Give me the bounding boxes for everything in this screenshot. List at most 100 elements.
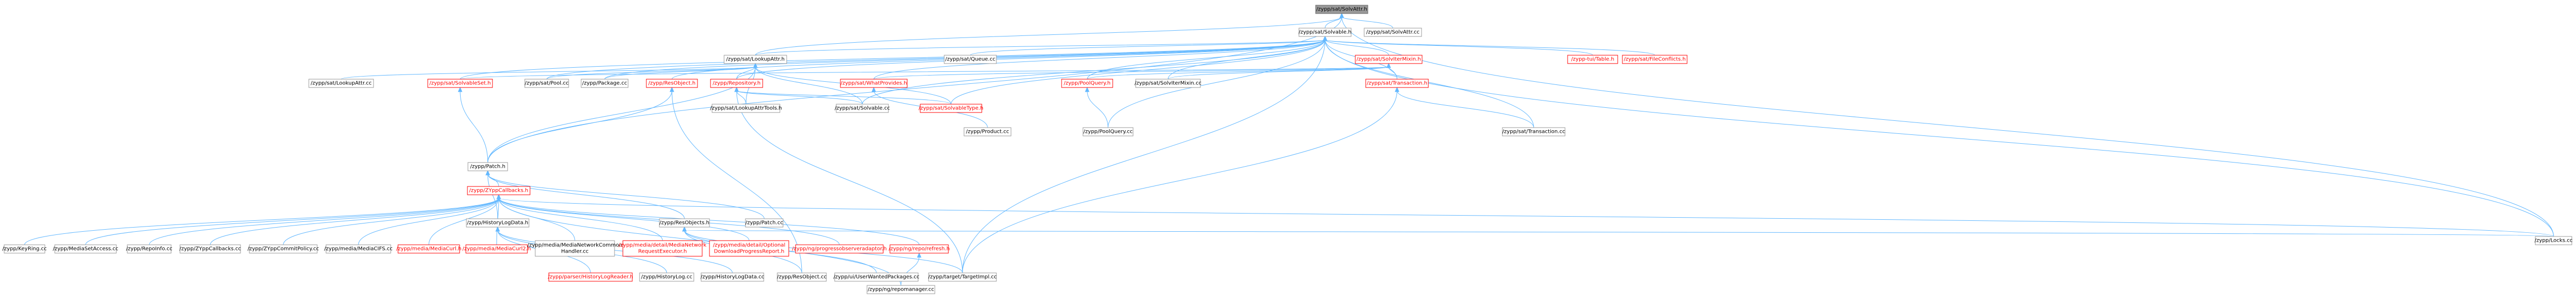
graph-node-box bbox=[2535, 236, 2572, 245]
dependency-edge bbox=[487, 173, 685, 219]
graph-node-label: /zypp/sat/Transaction.h bbox=[1367, 81, 1427, 86]
graph-node-label: /zypp/HistoryLog.cc bbox=[641, 274, 692, 280]
dependency-edge bbox=[85, 197, 499, 245]
graph-node[interactable]: /zypp/sat/SolvIterMixin.h bbox=[1355, 55, 1423, 64]
graph-node-label: /zypp/sat/SolvableType.h bbox=[919, 106, 983, 111]
graph-node[interactable]: /zypp/Locks.cc bbox=[2535, 236, 2573, 245]
graph-node[interactable]: /zypp/sat/SolvableType.h bbox=[919, 104, 983, 113]
graph-node-label: /zypp/media/MediaCurl.h bbox=[396, 246, 462, 252]
graph-node-box bbox=[701, 272, 764, 282]
graph-node-label: /zypp/ResObject.cc bbox=[777, 274, 826, 280]
graph-node-label: /zypp/PoolQuery.h bbox=[1064, 81, 1111, 86]
graph-node[interactable]: /zypp/ResObject.cc bbox=[777, 272, 827, 282]
graph-node-box bbox=[834, 272, 919, 282]
graph-node[interactable]: /zypp/sat/Solvable.cc bbox=[835, 104, 890, 113]
dependency-edge bbox=[970, 39, 1326, 56]
graph-node[interactable]: /zypp/MediaSetAccess.cc bbox=[53, 244, 118, 254]
graph-node[interactable]: /zypp/HistoryLog.cc bbox=[639, 272, 694, 282]
graph-node[interactable]: /zypp/ng/repo/refresh.h bbox=[888, 244, 950, 254]
graph-node[interactable]: /zypp/sat/LookupAttrTools.h bbox=[710, 104, 782, 113]
dependency-edge bbox=[671, 90, 802, 273]
graph-node[interactable]: /zypp/ui/UserWantedPackages.cc bbox=[834, 272, 920, 282]
graph-node-label: /zypp-tui/Table.h bbox=[1571, 57, 1615, 63]
graph-node[interactable]: /zypp/ZYppCallbacks.h bbox=[467, 186, 531, 195]
graph-node[interactable]: /zypp/sat/SolvableSet.h bbox=[427, 79, 493, 88]
dependency-arrowhead bbox=[458, 86, 463, 92]
graph-node[interactable]: /zypp/HistoryLogData.cc bbox=[701, 272, 764, 282]
graph-node[interactable]: /zypp/sat/Transaction.cc bbox=[1502, 127, 1566, 136]
dependency-edge bbox=[1341, 16, 1393, 29]
graph-node[interactable]: /zypp/sat/WhatProvides.h bbox=[840, 79, 908, 88]
graph-node[interactable]: /zypp/media/detail/MediaNetworkRequestEx… bbox=[619, 240, 707, 257]
graph-node[interactable]: /zypp/sat/SolvAttr.cc bbox=[1364, 28, 1422, 37]
graph-node[interactable]: /zypp/Repository.h bbox=[710, 79, 763, 88]
graph-node[interactable]: /zypp/target/TargetImpl.cc bbox=[928, 272, 997, 282]
graph-node[interactable]: /zypp/sat/FileConflicts.h bbox=[1622, 55, 1688, 64]
dependency-edge bbox=[358, 197, 499, 245]
graph-node-label: /zypp/sat/Pool.cc bbox=[525, 81, 569, 86]
graph-node[interactable]: /zypp/parser/HistoryLogReader.h bbox=[548, 272, 633, 282]
graph-node[interactable]: /zypp/media/MediaCurl2.h bbox=[462, 244, 531, 254]
graph-node[interactable]: /zypp/ResObjects.h bbox=[659, 218, 710, 228]
dependency-edge bbox=[1325, 39, 2554, 237]
dependency-edge bbox=[1388, 66, 1398, 80]
graph-node-box bbox=[308, 79, 374, 88]
dependency-edge bbox=[341, 66, 756, 80]
graph-node[interactable]: /zypp/ResObject.h bbox=[646, 79, 698, 88]
graph-node-label: /zypp/sat/SolvAttr.h bbox=[1316, 7, 1367, 12]
graph-node[interactable]: /zypp/ZYppCallbacks.cc bbox=[179, 244, 241, 254]
dependency-edge bbox=[460, 39, 1326, 80]
graph-node[interactable]: /zypp/Patch.cc bbox=[745, 218, 784, 228]
dependency-arrowhead bbox=[753, 63, 758, 68]
graph-node-box bbox=[1364, 28, 1422, 37]
graph-node-label: /zypp/ZYppCallbacks.h bbox=[469, 188, 528, 194]
graph-node[interactable]: /zypp/PoolQuery.h bbox=[1061, 79, 1113, 88]
graph-node[interactable]: /zypp/sat/Pool.cc bbox=[524, 79, 569, 88]
graph-node-box bbox=[398, 244, 460, 254]
graph-node-box bbox=[249, 244, 318, 254]
graph-node[interactable]: /zypp/PoolQuery.cc bbox=[1082, 127, 1134, 136]
graph-node-box bbox=[928, 272, 997, 282]
graph-node-label: /zypp/media/detail/Optional bbox=[713, 243, 786, 248]
graph-node[interactable]: /zypp/sat/SolvIterMixin.cc bbox=[1135, 79, 1201, 88]
graph-node-box bbox=[4, 244, 45, 254]
graph-node[interactable]: /zypp/media/detail/OptionalDownloadProgr… bbox=[709, 240, 789, 257]
graph-node[interactable]: /zypp/sat/Queue.cc bbox=[944, 55, 997, 64]
graph-node-box bbox=[712, 104, 780, 113]
graph-node-box bbox=[467, 186, 531, 195]
graph-node[interactable]: /zypp/sat/Solvable.h bbox=[1298, 28, 1352, 37]
graph-node-box bbox=[326, 244, 391, 254]
graph-node-box bbox=[524, 79, 569, 88]
graph-node[interactable]: /zypp-tui/Table.h bbox=[1567, 55, 1618, 64]
graph-node-box bbox=[466, 218, 529, 228]
graph-node[interactable]: /zypp/sat/LookupAttr.cc bbox=[308, 79, 374, 88]
dependency-edge bbox=[1325, 39, 1389, 56]
graph-node[interactable]: /zypp/Product.cc bbox=[964, 127, 1012, 136]
graph-node[interactable]: /zypp/Patch.h bbox=[467, 162, 508, 171]
graph-node-box bbox=[535, 240, 615, 257]
graph-node-label: /zypp/HistoryLogData.cc bbox=[701, 274, 764, 280]
graph-node-label: /zypp/ui/UserWantedPackages.cc bbox=[834, 274, 920, 280]
graph-node: /zypp/sat/SolvAttr.h bbox=[1315, 5, 1368, 14]
graph-node[interactable]: /zypp/sat/Transaction.h bbox=[1365, 79, 1429, 88]
graph-node[interactable]: /zypp/ng/repomanager.cc bbox=[866, 285, 935, 294]
dependency-edge bbox=[497, 230, 733, 273]
graph-node-label: /zypp/HistoryLogData.h bbox=[467, 220, 528, 226]
dependency-arrowhead bbox=[682, 226, 687, 232]
graph-node[interactable]: /zypp/HistoryLogData.h bbox=[466, 218, 529, 228]
dependency-edge bbox=[1167, 66, 1389, 80]
graph-node-box bbox=[944, 55, 997, 64]
graph-node[interactable]: /zypp/KeyRing.cc bbox=[2, 244, 47, 254]
graph-node[interactable]: /zypp/ng/progressobserveradaptor.h bbox=[792, 244, 887, 254]
graph-node[interactable]: /zypp/ZYppCommitPolicy.cc bbox=[247, 244, 319, 254]
graph-node[interactable]: /zypp/Package.cc bbox=[581, 79, 629, 88]
dependency-edge bbox=[487, 173, 765, 219]
graph-node[interactable]: /zypp/sat/LookupAttr.h bbox=[724, 55, 787, 64]
dependency-edge bbox=[736, 90, 963, 273]
graph-node-label: /zypp/Patch.cc bbox=[745, 220, 783, 226]
graph-node[interactable]: /zypp/RepoInfo.cc bbox=[126, 244, 173, 254]
dependency-edge bbox=[962, 90, 1398, 273]
graph-node[interactable]: /zypp/media/MediaCurl.h bbox=[396, 244, 462, 254]
graph-node[interactable]: /zypp/media/MediaCIFS.cc bbox=[324, 244, 393, 254]
